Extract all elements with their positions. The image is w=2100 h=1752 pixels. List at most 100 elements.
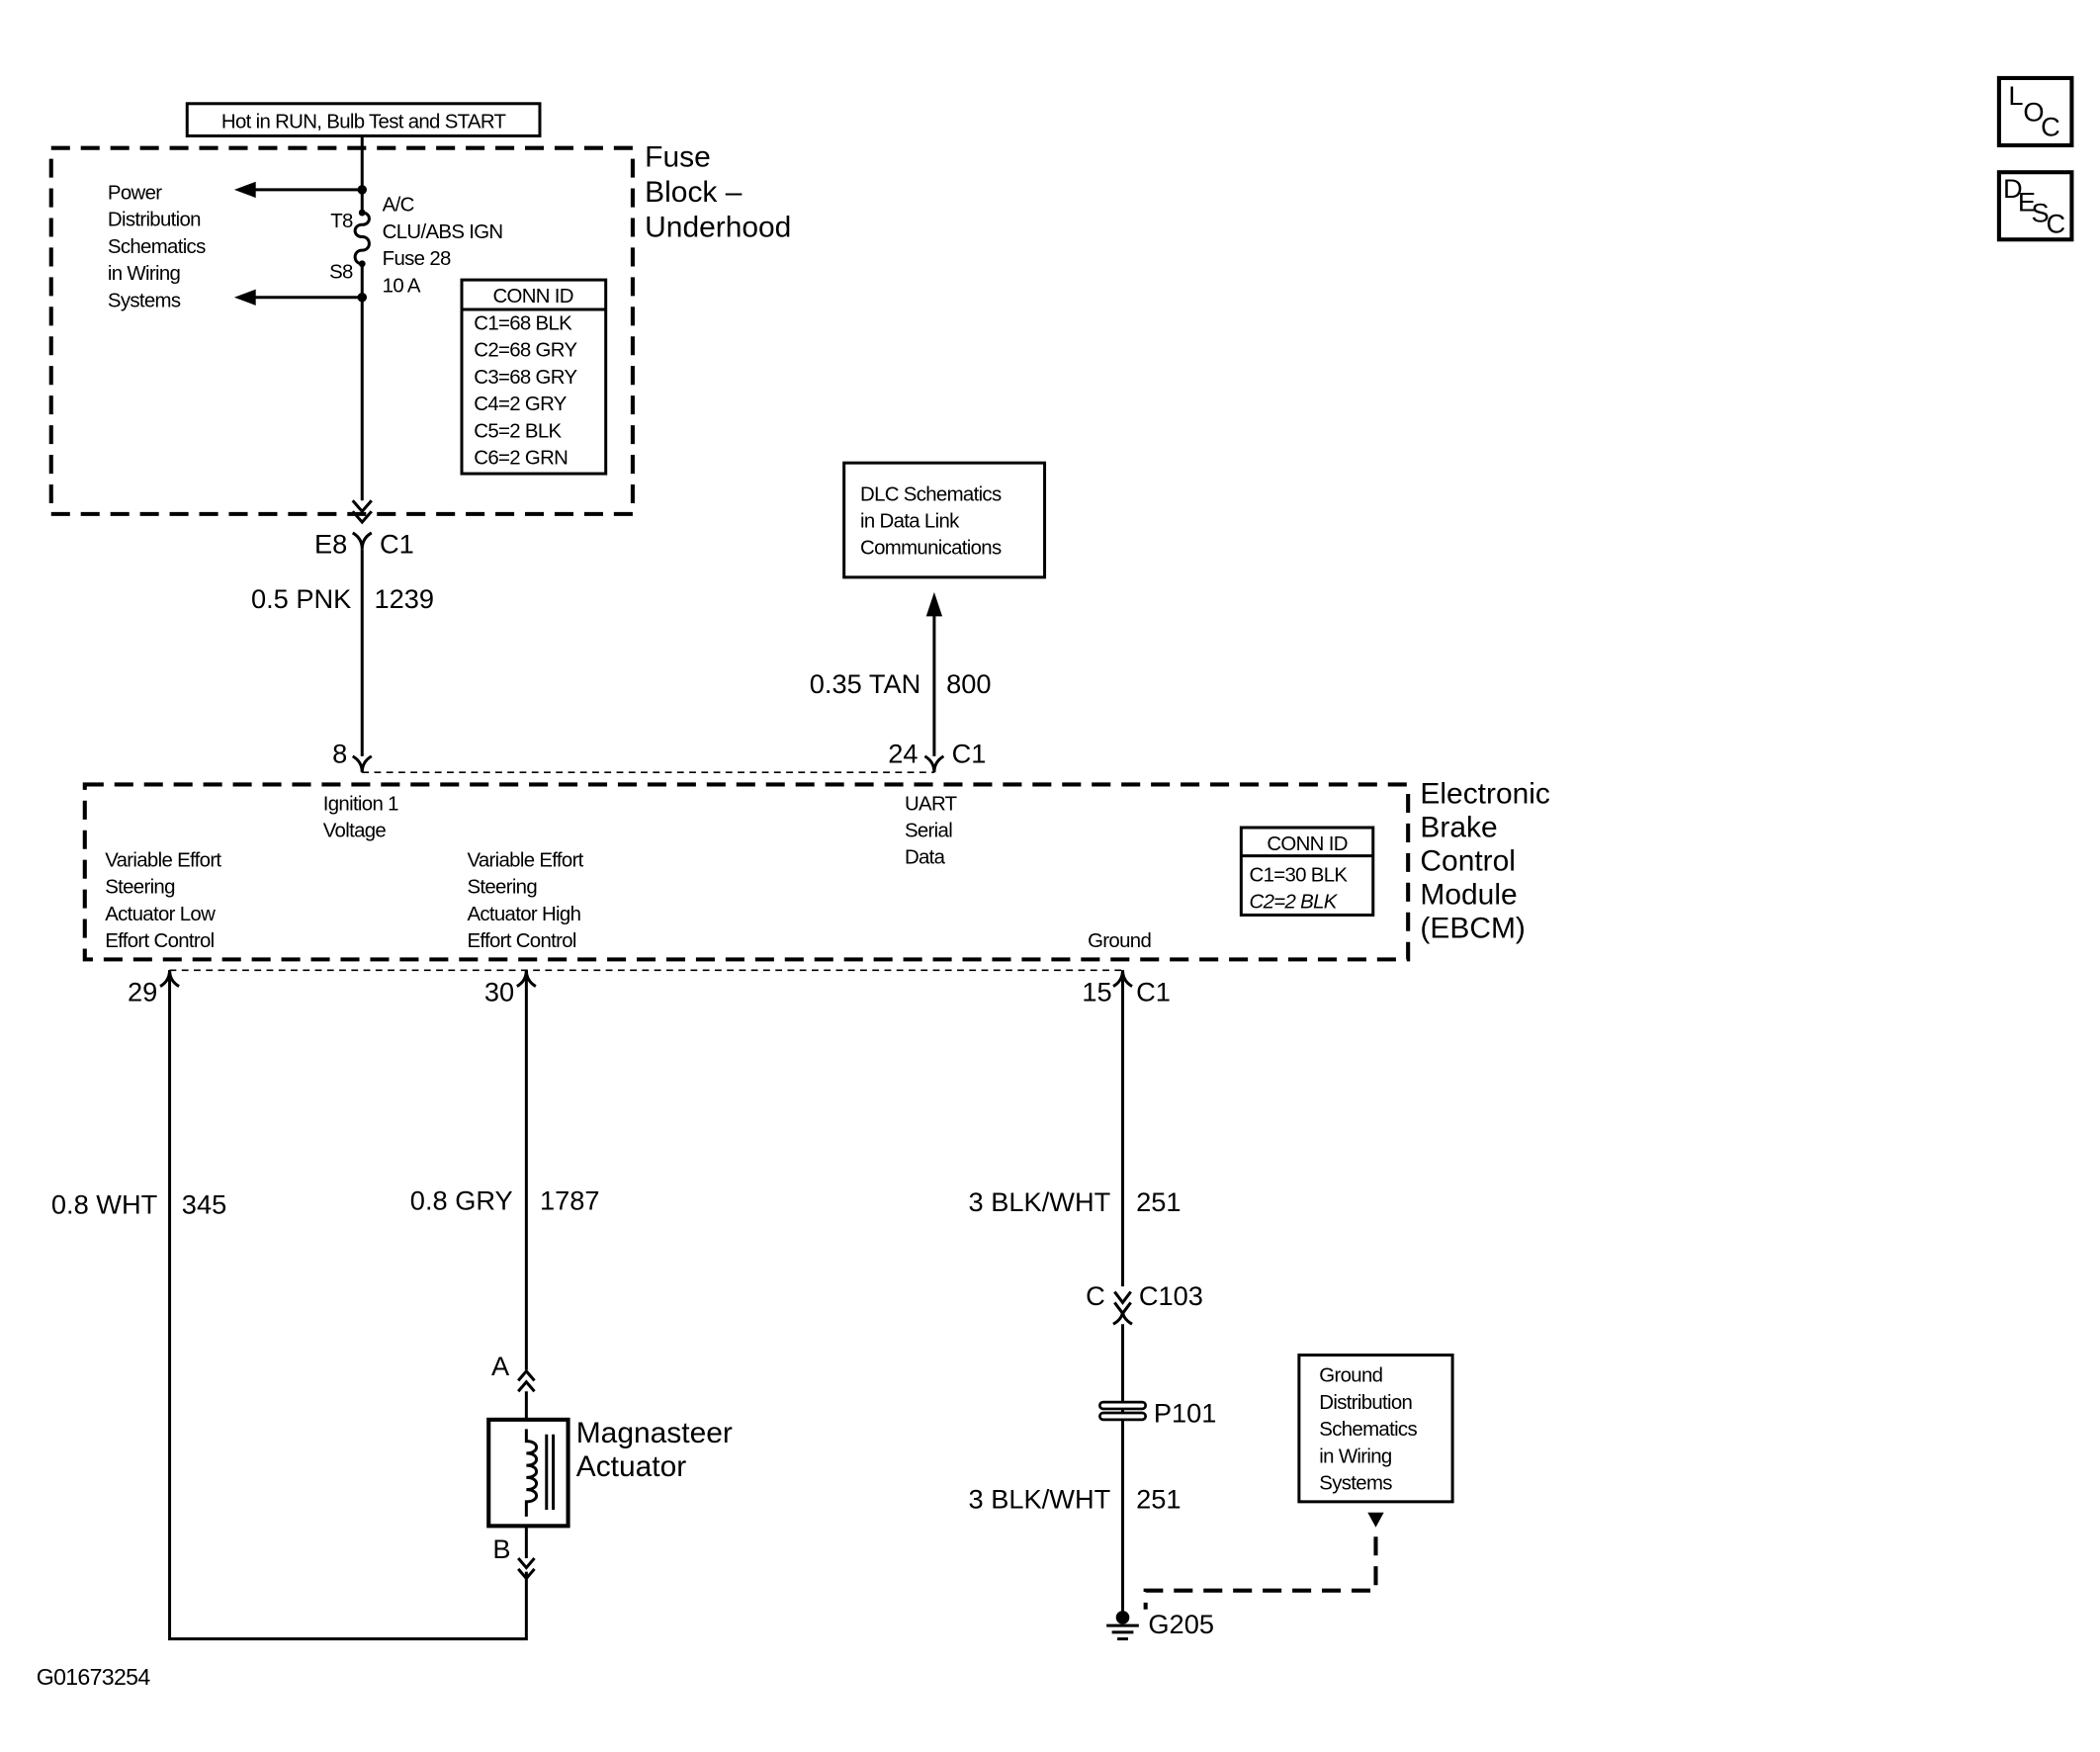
- ebcm-pin-24-icon: [923, 754, 945, 773]
- loc-letter-1: L: [2008, 80, 2023, 111]
- ground-label: Ground: [1088, 930, 1151, 952]
- conn-id-row: C2=68 GRY: [474, 340, 577, 362]
- wire-251-lower-gauge: 3 BLK/WHT: [969, 1484, 1111, 1515]
- ebcm-name-3: Control: [1420, 845, 1516, 878]
- ebcm-pin-15-conn: C1: [1136, 977, 1171, 1007]
- conn-id-row: C3=68 GRY: [474, 367, 577, 389]
- high-effort-label-3: Actuator High: [467, 904, 580, 925]
- ebcm-pin-29: 29: [128, 977, 157, 1007]
- desc-letter-4: C: [2047, 208, 2066, 238]
- ebcm-pin-30: 30: [484, 977, 514, 1007]
- high-effort-label-4: Effort Control: [467, 930, 575, 952]
- ground-dist-label-4: in Wiring: [1319, 1445, 1392, 1467]
- desc-letter-2: E: [2018, 187, 2036, 218]
- fuse-terminal-s8-label: S8: [329, 262, 353, 284]
- ebcm-name-2: Brake: [1420, 812, 1497, 844]
- conn-id-row: C1=68 BLK: [474, 312, 572, 334]
- ebcm-name-1: Electronic: [1420, 778, 1550, 811]
- actuator-pin-a: A: [491, 1351, 510, 1381]
- fuse-terminal-t8-label: T8: [330, 211, 353, 232]
- splice-pack-icon: [1098, 1400, 1148, 1422]
- low-effort-label-2: Steering: [105, 877, 175, 899]
- ebcm-pin-8-icon: [351, 754, 373, 773]
- ground-dist-label-3: Schematics: [1319, 1419, 1417, 1441]
- connector-e8-conn: C1: [380, 528, 414, 559]
- ebcm-name-5: (EBCM): [1420, 913, 1525, 945]
- conn-id-row: C6=2 GRN: [474, 448, 568, 470]
- ground-g205-label: G205: [1148, 1609, 1214, 1639]
- arrow-left-icon: [233, 289, 256, 306]
- power-dist-label-3: Schematics: [108, 236, 206, 258]
- uart-label-3: Data: [905, 847, 946, 869]
- loc-button[interactable]: L O C: [1996, 75, 2074, 148]
- figure-id: G01673254: [37, 1664, 151, 1690]
- power-dist-label-4: in Wiring: [108, 263, 181, 285]
- fuse-label-1: A/C: [383, 195, 414, 217]
- fuse-label-2: CLU/ABS IGN: [383, 221, 503, 243]
- actuator-name-1: Magnasteer: [576, 1417, 733, 1449]
- power-dist-label-2: Distribution: [108, 210, 201, 231]
- connector-c103-icon: [1113, 1290, 1132, 1316]
- wire-800-circuit: 800: [946, 668, 991, 699]
- low-effort-label-4: Effort Control: [105, 930, 214, 952]
- connector-a-icon: [517, 1368, 536, 1393]
- power-dist-label-1: Power: [108, 182, 162, 204]
- actuator-name-2: Actuator: [576, 1450, 687, 1483]
- fuse-block-conn-id-table: CONN ID C1=68 BLK C2=68 GRY C3=68 GRY C4…: [460, 278, 608, 476]
- conn-id-row: C2=2 BLK: [1250, 892, 1339, 914]
- conn-id-title: CONN ID: [492, 286, 572, 307]
- wire-345: [168, 970, 528, 1641]
- fuse-block-name-2: Block –: [645, 176, 743, 209]
- fuse-block-name-1: Fuse: [645, 141, 711, 174]
- fuse-symbol: [353, 211, 371, 266]
- desc-letter-1: D: [2003, 173, 2023, 204]
- ebcm-pin-8: 8: [332, 739, 347, 769]
- wire-345-gauge: 0.8 WHT: [51, 1189, 157, 1220]
- conn-id-row: C4=2 GRY: [474, 394, 568, 415]
- arrow-down-icon: [1367, 1512, 1384, 1528]
- high-effort-label-2: Steering: [467, 877, 537, 899]
- wire-1787-gauge: 0.8 GRY: [410, 1185, 513, 1216]
- dlc-label-1: DLC Schematics: [860, 483, 1002, 505]
- ground-dist-label-5: Systems: [1319, 1473, 1392, 1495]
- desc-button[interactable]: D E S C: [1996, 170, 2074, 242]
- power-dist-label-5: Systems: [108, 290, 181, 311]
- dlc-label-2: in Data Link: [860, 511, 960, 533]
- magnasteer-actuator: [486, 1417, 570, 1529]
- ground-dist-label-1: Ground: [1319, 1365, 1382, 1387]
- connector-e8-icon: [351, 499, 373, 525]
- ebcm-conn-id-table: CONN ID C1=30 BLK C2=2 BLK: [1239, 826, 1375, 917]
- conn-id-row: C1=30 BLK: [1250, 864, 1349, 886]
- connector-e8-female-icon: [351, 531, 373, 550]
- ebcm-pin-24-conn: C1: [952, 739, 987, 769]
- dlc-label-3: Communications: [860, 538, 1002, 560]
- loc-letter-3: C: [2041, 111, 2060, 141]
- fuse-terminal-s8: [358, 260, 366, 268]
- high-effort-label-1: Variable Effort: [467, 849, 583, 871]
- uart-label-1: UART: [905, 793, 957, 815]
- low-effort-label-3: Actuator Low: [105, 904, 216, 925]
- arrow-left-icon: [233, 181, 256, 199]
- ground-distribution-link: [1143, 1536, 1378, 1610]
- wire-251-upper-gauge: 3 BLK/WHT: [969, 1186, 1111, 1217]
- conn-id-row: C5=2 BLK: [474, 420, 562, 442]
- fuse-label-3: Fuse 28: [383, 248, 451, 270]
- ebcm-pin-15: 15: [1082, 977, 1111, 1007]
- connector-c103-female-icon: [1112, 1310, 1133, 1326]
- actuator-pin-b: B: [492, 1533, 510, 1564]
- ignition-label-1: Ignition 1: [323, 793, 398, 815]
- wire-1239-gauge: 0.5 PNK: [251, 583, 351, 614]
- wire-800-gauge: 0.35 TAN: [810, 668, 920, 699]
- ignition-label-2: Voltage: [323, 821, 387, 842]
- dlc-schematics-box[interactable]: [842, 461, 1047, 579]
- low-effort-label-1: Variable Effort: [105, 849, 221, 871]
- ebcm-outline: [82, 782, 1411, 962]
- wire-1787-circuit: 1787: [540, 1185, 600, 1216]
- wire-1239-circuit: 1239: [375, 583, 435, 614]
- wire-251-upper-circuit: 251: [1136, 1186, 1181, 1217]
- ground-g205-icon: [1106, 1611, 1139, 1641]
- ground-distribution-box[interactable]: [1297, 1354, 1454, 1504]
- coil-core-icon: [545, 1434, 556, 1511]
- hot-label: Hot in RUN, Bulb Test and START: [221, 111, 506, 132]
- connector-c103-pin: C: [1086, 1280, 1105, 1311]
